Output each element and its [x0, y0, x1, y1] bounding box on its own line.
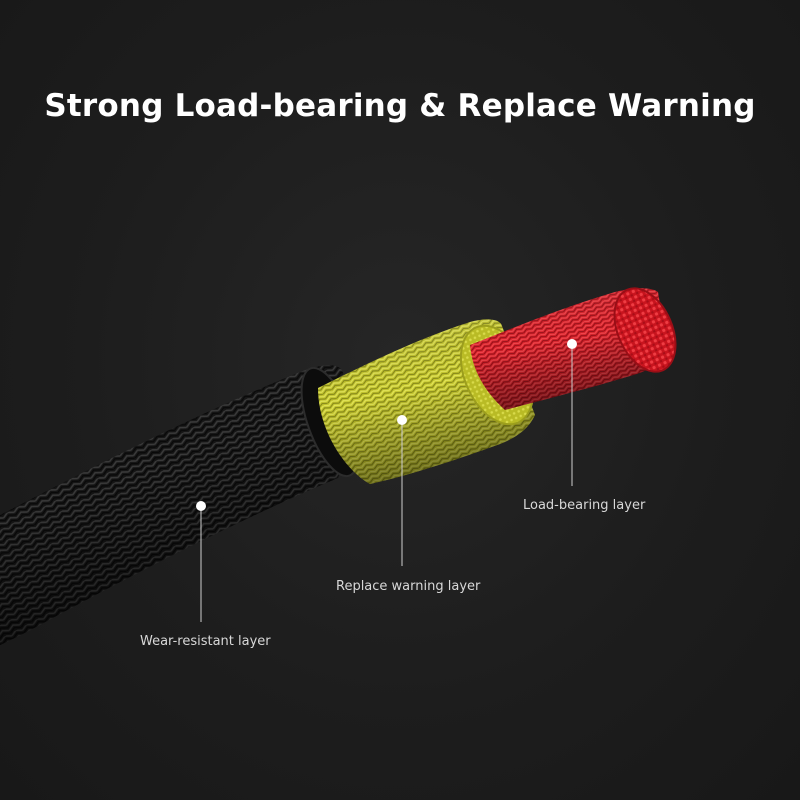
load-bearing-label: Load-bearing layer: [523, 498, 646, 513]
callout-replace-warning: [397, 415, 407, 566]
callout-load-bearing: [567, 339, 577, 486]
page-title: Strong Load-bearing & Replace Warning: [44, 88, 756, 124]
load-bearing-marker-dot: [567, 339, 577, 349]
wear-resistant-marker-dot: [196, 501, 206, 511]
load-bearing-layer-graphic: [470, 287, 677, 410]
callout-wear-resistant: [196, 501, 206, 622]
replace-warning-marker-dot: [397, 415, 407, 425]
replace-warning-label: Replace warning layer: [336, 579, 481, 594]
wear-resistant-label: Wear-resistant layer: [140, 634, 271, 649]
wear-resistant-layer-graphic: [0, 365, 360, 646]
